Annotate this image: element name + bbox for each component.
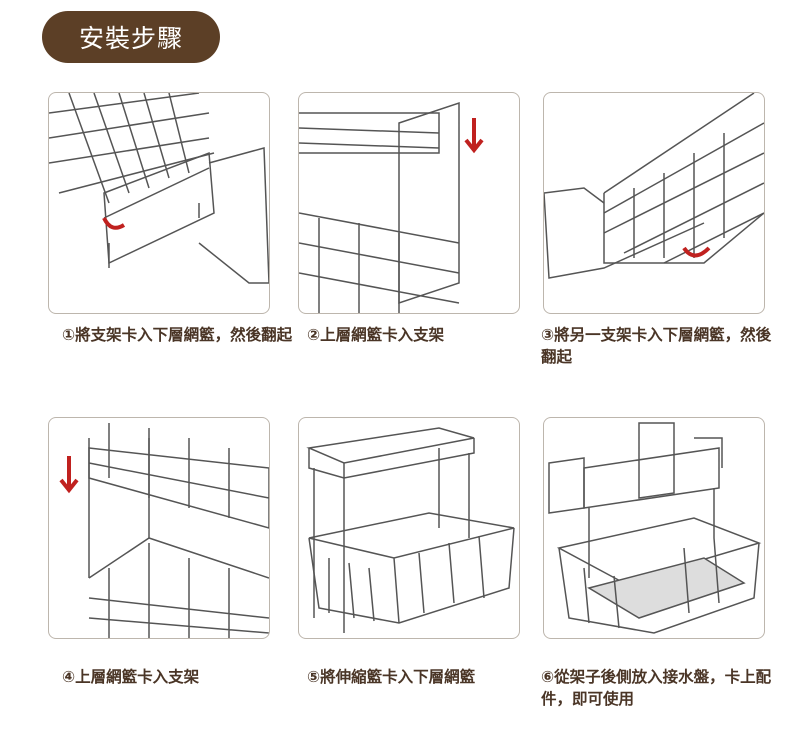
page-title: 安裝步驟 (42, 11, 220, 63)
step-5-caption: ⑤將伸縮籃卡入下層網籃 (307, 668, 476, 686)
step-6-image (543, 417, 765, 639)
step-4-caption: ④上層網籃卡入支架 (62, 668, 200, 686)
step-1-image (48, 92, 270, 314)
step-1-caption: ①將支架卡入下層網籃，然後翻起 (62, 326, 293, 344)
step-2-image (298, 92, 520, 314)
step-3-caption: ③將另一支架卡入下層網籃，然後翻起 (541, 326, 772, 366)
step-2-caption: ②上層網籃卡入支架 (307, 326, 445, 344)
step-4-image (48, 417, 270, 639)
step-3-image (543, 92, 765, 314)
step-6-caption: ⑥從架子後側放入接水盤，卡上配件，即可使用 (541, 668, 772, 708)
step-5-image (298, 417, 520, 639)
